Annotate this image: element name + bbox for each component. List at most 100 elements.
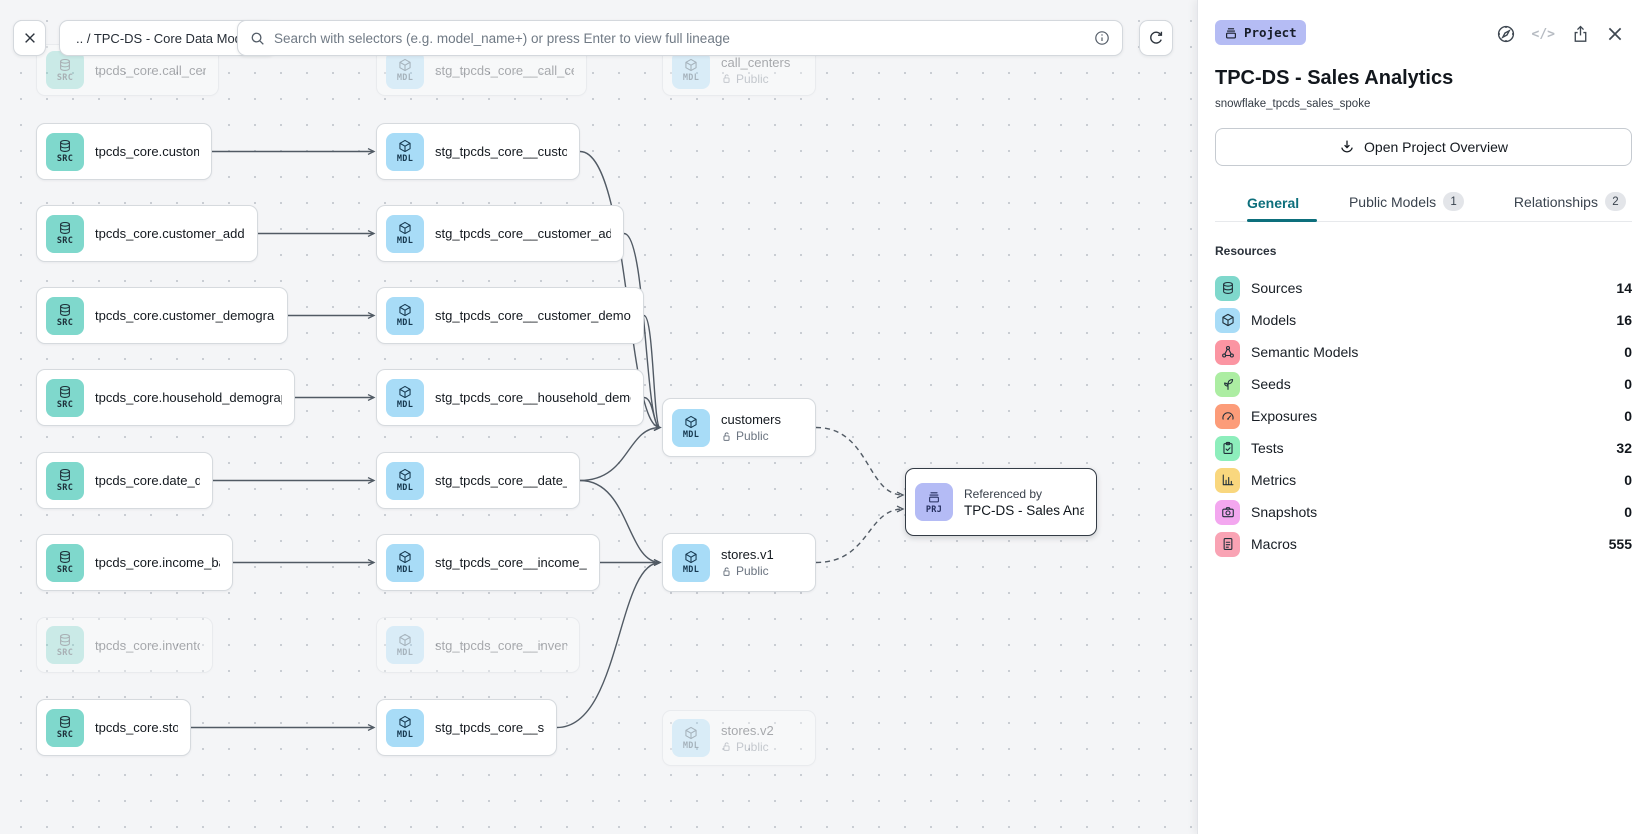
share-icon[interactable] (1571, 25, 1590, 44)
database-icon: SRC (46, 132, 84, 171)
resource-name: Semantic Models (1251, 344, 1359, 360)
unlock-icon (721, 741, 732, 752)
edge-m_customer_demographics-to-p_customers (643, 314, 662, 431)
node-label: stg_tpcds_core__date_dim (435, 473, 567, 488)
resource-count: 0 (1624, 504, 1632, 520)
node-label: tpcds_core.income_band (95, 555, 220, 570)
node-label: customers (721, 412, 781, 427)
database-icon: SRC (46, 626, 84, 664)
search-icon (250, 31, 265, 46)
cube-icon: MDL (386, 378, 424, 417)
tab-label: Relationships (1513, 193, 1598, 210)
resource-name: Metrics (1251, 472, 1297, 488)
resource-name: Sources (1251, 280, 1303, 296)
resource-name: Exposures (1251, 408, 1318, 424)
node-label: TPC-DS - Sales Analytics (964, 502, 1084, 518)
graph-node-m_date_dim[interactable]: MDL stg_tpcds_core__date_dim (376, 452, 580, 509)
panel-close-icon[interactable] (1606, 25, 1624, 43)
tab-label: General (1247, 195, 1300, 211)
node-label: stg_tpcds_core__store (435, 720, 544, 735)
lineage-canvas[interactable]: SRCtpcds_core.call_centerSRCtpcds_core.c… (0, 0, 1197, 834)
refresh-icon (1148, 30, 1164, 46)
resource-count: 14 (1616, 280, 1632, 296)
graph-node-m_customer_demographics[interactable]: MDLstg_tpcds_core__customer_demogra... (376, 287, 644, 344)
cube-icon: MDL (672, 543, 710, 582)
cube-icon: MDL (386, 461, 424, 500)
tab-general[interactable]: General (1247, 189, 1318, 222)
page-title: TPC-DS - Sales Analytics (1215, 67, 1454, 89)
public-badge: Public (721, 429, 781, 443)
graph-node-m_household_demographics[interactable]: MDLstg_tpcds_core__household_demogr... (376, 369, 644, 426)
semantic-icon (1215, 339, 1240, 365)
open-project-overview-button[interactable]: Open Project Overview (1215, 128, 1632, 166)
cube-icon: MDL (386, 708, 424, 747)
resource-name: Snapshots (1251, 504, 1318, 520)
cube-icon: MDL (386, 51, 424, 89)
node-label: stores.v1 (721, 547, 774, 562)
resource-row-sources[interactable]: Sources 14 (1215, 272, 1632, 304)
search-input[interactable]: Search with selectors (e.g. model_name+)… (237, 20, 1123, 56)
node-label: stg_tpcds_core__call_center (435, 62, 574, 78)
unlock-icon (721, 73, 732, 84)
project-type-badge: Project (1215, 20, 1306, 45)
tab-count-badge: 2 (1604, 192, 1626, 211)
project-icon (1224, 26, 1238, 40)
database-icon: SRC (46, 214, 84, 253)
lineage-edges (191, 148, 905, 731)
resource-name: Tests (1251, 440, 1284, 456)
resource-row-snapshots[interactable]: Snapshots 0 (1215, 496, 1632, 528)
tab-relationships[interactable]: Relationships 2 (1514, 186, 1630, 221)
node-label: stg_tpcds_core__inventory (435, 637, 567, 653)
tab-label: Public Models (1348, 193, 1437, 210)
graph-node-m_income_band[interactable]: MDL stg_tpcds_core__income_band (376, 534, 600, 591)
graph-node-s_store[interactable]: SRC tpcds_core.store (36, 699, 191, 756)
code-icon: </> (1531, 26, 1555, 42)
compass-icon[interactable] (1496, 24, 1516, 44)
resource-name: Seeds (1251, 376, 1291, 392)
node-label: tpcds_core.date_dim (95, 473, 200, 488)
doc-icon (1215, 531, 1240, 557)
unlock-icon (721, 566, 732, 577)
cube-icon (1215, 307, 1240, 333)
lineage-close-button[interactable] (13, 20, 46, 56)
info-icon[interactable] (1094, 30, 1110, 46)
cube-icon: MDL (386, 543, 424, 582)
database-icon: SRC (46, 708, 84, 747)
unlock-icon (721, 431, 732, 442)
details-panel: Project </> TPC-DS - Sales Analytics sno… (1197, 0, 1648, 834)
resource-count: 555 (1608, 536, 1632, 552)
node-label: stg_tpcds_core__income_band (435, 555, 587, 570)
project-type-label: Project (1244, 25, 1297, 40)
graph-node-m_store[interactable]: MDL stg_tpcds_core__store (376, 699, 557, 756)
edge-m_date_dim-to-p_stores_v1 (579, 479, 662, 566)
resource-count: 16 (1616, 312, 1632, 328)
refresh-button[interactable] (1139, 20, 1173, 56)
node-label: tpcds_core.store (95, 720, 178, 735)
overview-icon (1339, 139, 1355, 155)
node-label: stg_tpcds_core__customer_address (435, 226, 611, 241)
search-placeholder: Search with selectors (e.g. model_name+)… (274, 30, 730, 46)
